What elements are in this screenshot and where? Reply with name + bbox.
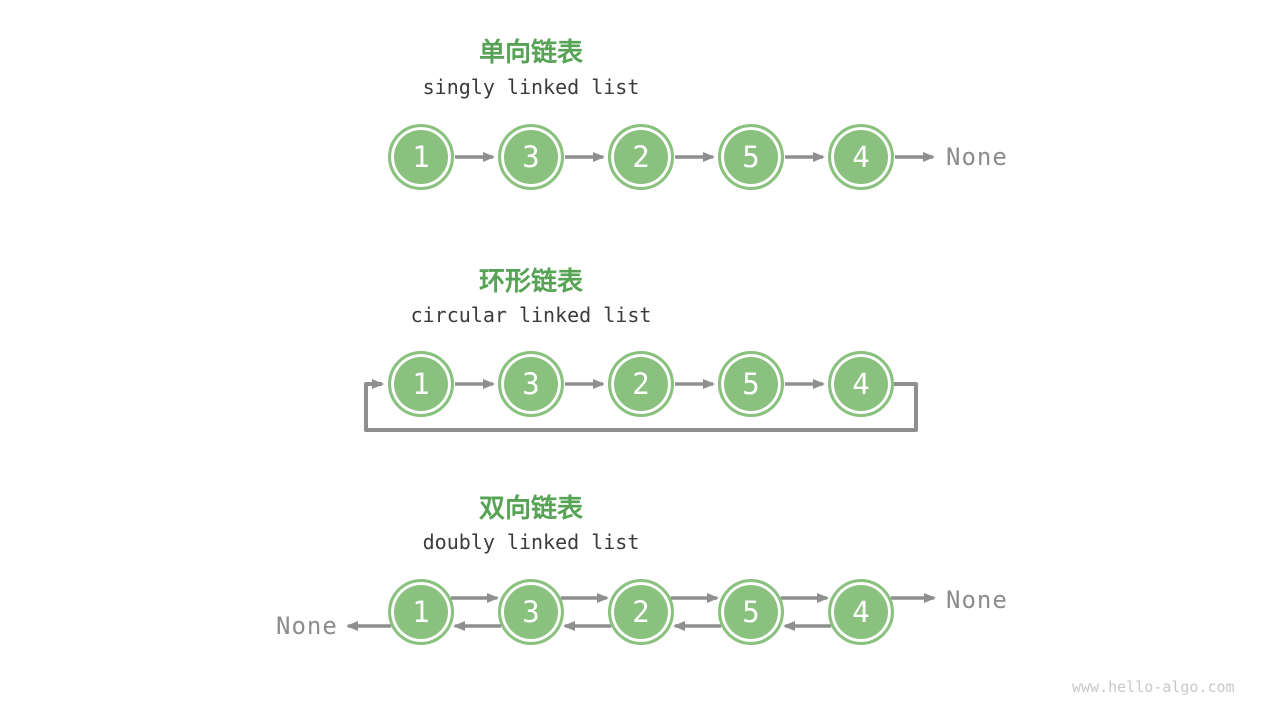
node-value: 3 — [522, 594, 540, 629]
doubly-node-3: 2 — [608, 579, 674, 645]
circular-title-zh: 环形链表 — [478, 266, 583, 296]
node-value: 2 — [632, 594, 650, 629]
doubly-head-none-label: None — [276, 612, 338, 640]
node-value: 5 — [742, 594, 760, 629]
singly-node-3: 2 — [608, 124, 674, 190]
singly-none-label: None — [946, 143, 1008, 171]
circular-node-4: 5 — [718, 351, 784, 417]
circular-node-1: 1 — [388, 351, 454, 417]
circular-title-en: circular linked list — [410, 303, 652, 327]
node-value: 3 — [522, 139, 540, 174]
node-value: 1 — [412, 139, 430, 174]
doubly-node-1: 1 — [388, 579, 454, 645]
circular-node-2: 3 — [498, 351, 564, 417]
doubly-title-zh: 双向链表 — [478, 493, 583, 523]
node-value: 5 — [742, 139, 760, 174]
doubly-node-2: 3 — [498, 579, 564, 645]
node-value: 1 — [412, 594, 430, 629]
doubly-node-4: 5 — [718, 579, 784, 645]
node-value: 1 — [412, 366, 430, 401]
doubly-tail-none-label: None — [946, 586, 1008, 614]
doubly-node-5: 4 — [828, 579, 894, 645]
doubly-title-en: doubly linked list — [422, 530, 640, 554]
singly-node-2: 3 — [498, 124, 564, 190]
node-value: 2 — [632, 139, 650, 174]
singly-title-en: singly linked list — [422, 75, 640, 99]
node-value: 4 — [852, 366, 870, 401]
node-value: 5 — [742, 366, 760, 401]
node-value: 2 — [632, 366, 650, 401]
circular-node-5: 4 — [828, 351, 894, 417]
singly-node-5: 4 — [828, 124, 894, 190]
singly-node-1: 1 — [388, 124, 454, 190]
node-value: 3 — [522, 366, 540, 401]
node-value: 4 — [852, 594, 870, 629]
watermark: www.hello-algo.com — [1072, 678, 1235, 696]
node-value: 4 — [852, 139, 870, 174]
circular-node-3: 2 — [608, 351, 674, 417]
singly-title-zh: 单向链表 — [478, 37, 583, 67]
singly-node-4: 5 — [718, 124, 784, 190]
